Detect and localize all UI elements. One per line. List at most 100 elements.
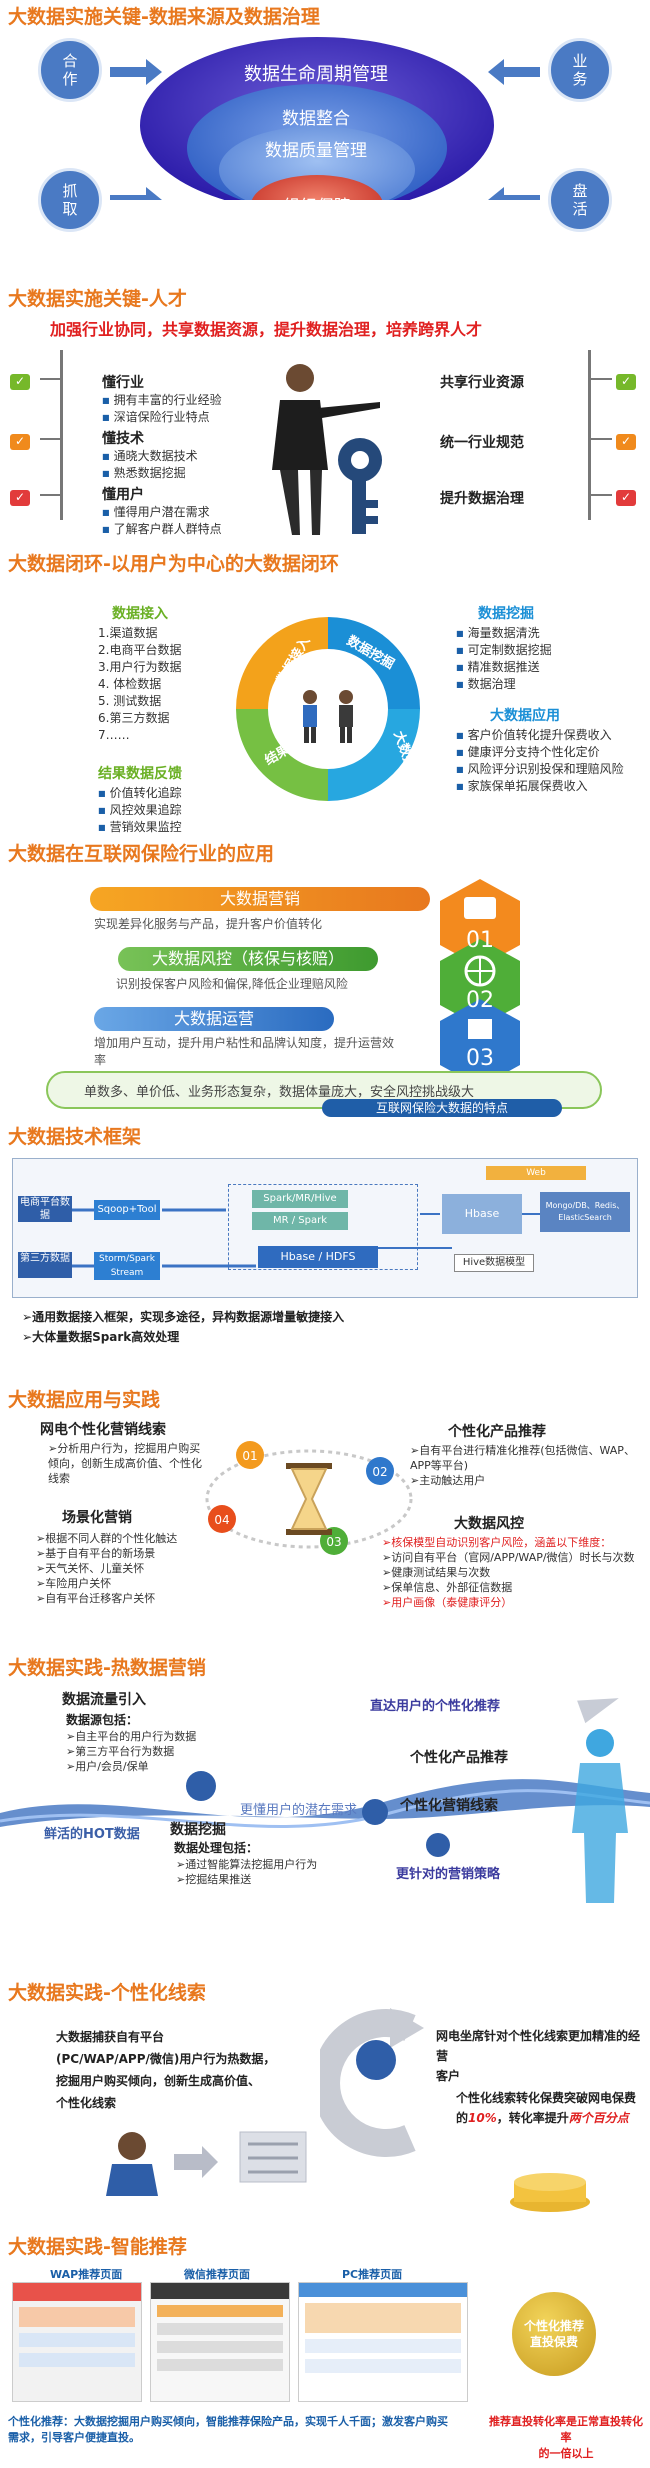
direct-label: 直达用户的个性化推荐 (370, 1699, 501, 1714)
cooperate-circle: 合 作 (38, 38, 102, 102)
check-icon: ✓ (10, 374, 30, 390)
section-app-practice: 大数据应用与实践 网电个性化营销线索 ➢分析用户行为，挖掘用户购买倾向，创新生成… (0, 1385, 650, 1645)
building-icon (468, 1019, 492, 1039)
section-talent: 大数据实施关键-人才 加强行业协同，共享数据资源，提升数据治理，培养跨界人才 ✓… (0, 280, 650, 540)
ops-pill: 大数据运营 (94, 1007, 334, 1031)
mkt-head: 网电个性化营销线索 (40, 1422, 166, 1438)
tab-wap[interactable]: WAP推荐页面 (50, 2268, 123, 2281)
hourglass-icon (286, 1463, 332, 1535)
phone-icon (356, 2040, 396, 2080)
feedback-list: 价值转化追踪 风控效果追踪 营销效果监控 (98, 785, 182, 836)
num-03: 03 (466, 1046, 494, 1071)
ops-desc: 增加用户互动，提升用户粘性和品牌认知度，提升运营效率 (94, 1036, 395, 1067)
arrow-icon (174, 2146, 218, 2178)
section-insurance-app: 大数据在互联网保险行业的应用 大数据营销 实现差异化服务与产品，提升客户价值转化… (0, 835, 650, 1117)
ring-3-label: 数据质量管理 (265, 141, 367, 161)
talent-subtitle: 加强行业协同，共享数据资源，提升数据治理，培养跨界人才 (50, 320, 483, 339)
connector (590, 438, 612, 440)
check-icon: ✓ (616, 374, 636, 390)
features-label: 互联网保险大数据的特点 (322, 1099, 562, 1117)
hourglass-diagram: 01 02 03 04 (205, 1441, 413, 1555)
mining-head: 数据挖掘 (170, 1822, 226, 1838)
section-title: 大数据实践-智能推荐 (8, 2236, 187, 2258)
ring-2-label: 数据整合 (282, 109, 350, 129)
lure-label: 更懂用户的潜在需求 (240, 1803, 358, 1818)
ring-3 (219, 126, 415, 200)
section-smart-recommend: 大数据实践-智能推荐 WAP推荐页面 微信推荐页面 PC推荐页面 个性化推荐 直… (0, 2232, 650, 2468)
section-title: 大数据技术框架 (8, 1126, 142, 1148)
framework-bullet-1: ➢通用数据接入框架，实现多途径，异构数据源增量敏捷接入 (22, 1310, 345, 1324)
num-02: 02 (466, 988, 494, 1013)
activate-circle: 盘 活 (548, 168, 612, 232)
recommend-badge: 个性化推荐 直投保费 (512, 2292, 596, 2376)
arrow-bl (110, 187, 162, 200)
connector (40, 438, 62, 440)
divider-line (60, 350, 63, 520)
risk-pill: 大数据风控（核保与核赔） (118, 947, 378, 971)
mining-list: 海量数据清洗 可定制数据挖掘 精准数据推送 数据治理 (456, 625, 552, 693)
check-icon: ✓ (10, 490, 30, 506)
framework-bullet-2: ➢大体量数据Spark高效处理 (22, 1330, 180, 1344)
people-icon (303, 690, 353, 743)
tab-wechat[interactable]: 微信推荐页面 (184, 2268, 250, 2281)
mongo-box: Mongo/DB、Redis、ElasticSearch (540, 1192, 630, 1232)
section-hot-data: 大数据实践-热数据营销 数据流量引入 数据源包括： ➢自主平台的用户行为数据 ➢… (0, 1653, 650, 1953)
mkt-desc: ➢分析用户行为，挖掘用户购买倾向，创新生成高价值、个性化线索 (48, 1442, 202, 1485)
coins-icon (510, 2173, 590, 2212)
marketing-desc: 实现差异化服务与产品，提升客户价值转化 (94, 917, 323, 931)
section-tech-framework: 大数据技术框架 电商平台数据 第三方数据 Sqoop+Tool Storm/Sp… (0, 1118, 650, 1378)
improve-governance: 提升数据治理 (440, 491, 524, 507)
unify-standards: 统一行业规范 (440, 435, 524, 451)
business-circle: 业 务 (548, 38, 612, 102)
recommend-result: 推荐直投转化率是正常直投转化率 的一倍以上 (489, 2415, 643, 2460)
cycle-arrow-icon (320, 2008, 424, 2157)
talent-industry: 懂行业 拥有丰富的行业经验 深谙保险行业特点 (102, 372, 222, 426)
businesswoman-icon (272, 364, 382, 535)
scene-head: 场景化营销 (62, 1510, 132, 1526)
ring-4 (251, 175, 383, 200)
section-data-governance-lower: 抓 取 盘 活 组织保障 (0, 168, 650, 280)
compute-frame (228, 1184, 418, 1270)
mining-head: 数据挖掘 (478, 606, 534, 622)
scene-list: ➢根据不同人群的个性化触达 ➢基于自有平台的新场景 ➢天气关怀、儿童关怀 ➢车险… (36, 1532, 178, 1605)
process-list: ➢通过智能算法挖掘用户行为 ➢挖掘结果推送 (176, 1858, 318, 1886)
flow-head: 数据流量引入 (62, 1692, 146, 1708)
marketing-pill: 大数据营销 (90, 887, 430, 911)
risk-list: ➢核保模型自动识别客户风险，涵盖以下维度： ➢访问自有平台（官网/APP/WAP… (382, 1536, 635, 1609)
check-icon: ✓ (616, 434, 636, 450)
section-title: 大数据实施关键-人才 (8, 288, 187, 310)
risk-head: 大数据风控 (454, 1516, 524, 1532)
leads-right-mid: 个性化线索转化保费突破网电保费的10%，转化率提升两个百分点 (456, 2091, 637, 2125)
prod-head: 个性化产品推荐 (448, 1424, 546, 1440)
strategy-label: 更针对的营销策略 (396, 1867, 501, 1882)
sqoop-box: Sqoop+Tool (94, 1200, 160, 1220)
connector (40, 494, 62, 496)
app-list: 客户价值转化提升保费收入 健康评分支持个性化定价 风险评分识别投保和理赔风险 家… (456, 727, 624, 795)
paper-plane-icon (577, 1686, 623, 1724)
tab-pc[interactable]: PC推荐页面 (342, 2268, 403, 2281)
divider-line (588, 350, 591, 520)
num-04: 04 (214, 1513, 229, 1527)
risk-desc: 识别投保客户风险和偏保,降低企业理赔风险 (116, 977, 348, 991)
section-title: 大数据在互联网保险行业的应用 (8, 843, 275, 865)
section-title: 大数据实践-个性化线索 (8, 1982, 206, 2004)
process-head: 数据处理包括： (174, 1841, 259, 1855)
app-head: 大数据应用 (490, 708, 560, 724)
source-list: ➢自主平台的用户行为数据 ➢第三方平台行为数据 ➢用户/会员/保单 (66, 1730, 197, 1773)
connector (40, 378, 62, 380)
wechat-screenshot (150, 2282, 290, 2402)
mining-icon (186, 1771, 216, 1801)
hexagon-stack: 01 02 03 (440, 879, 520, 1079)
closed-loop-ring: 数据接入 数据挖掘 大数据应用 结果数据反馈 (236, 617, 428, 801)
arrow-tl (110, 59, 162, 85)
wap-screenshot (12, 2282, 142, 2402)
check-icon: ✓ (10, 434, 30, 450)
hive-box: Hive数据模型 (454, 1254, 534, 1272)
num-03: 03 (326, 1535, 341, 1549)
section-leads: 大数据实践-个性化线索 大数据捕获自有平台 (PC/WAP/APP/微信)用户行… (0, 1978, 650, 2218)
pc-screenshot (298, 2282, 468, 2402)
mr-box: MR / Spark (252, 1212, 348, 1230)
connector (590, 378, 612, 380)
leads-left-text: 大数据捕获自有平台 (PC/WAP/APP/微信)用户行为热数据， 挖掘用户购买… (56, 2030, 276, 2110)
